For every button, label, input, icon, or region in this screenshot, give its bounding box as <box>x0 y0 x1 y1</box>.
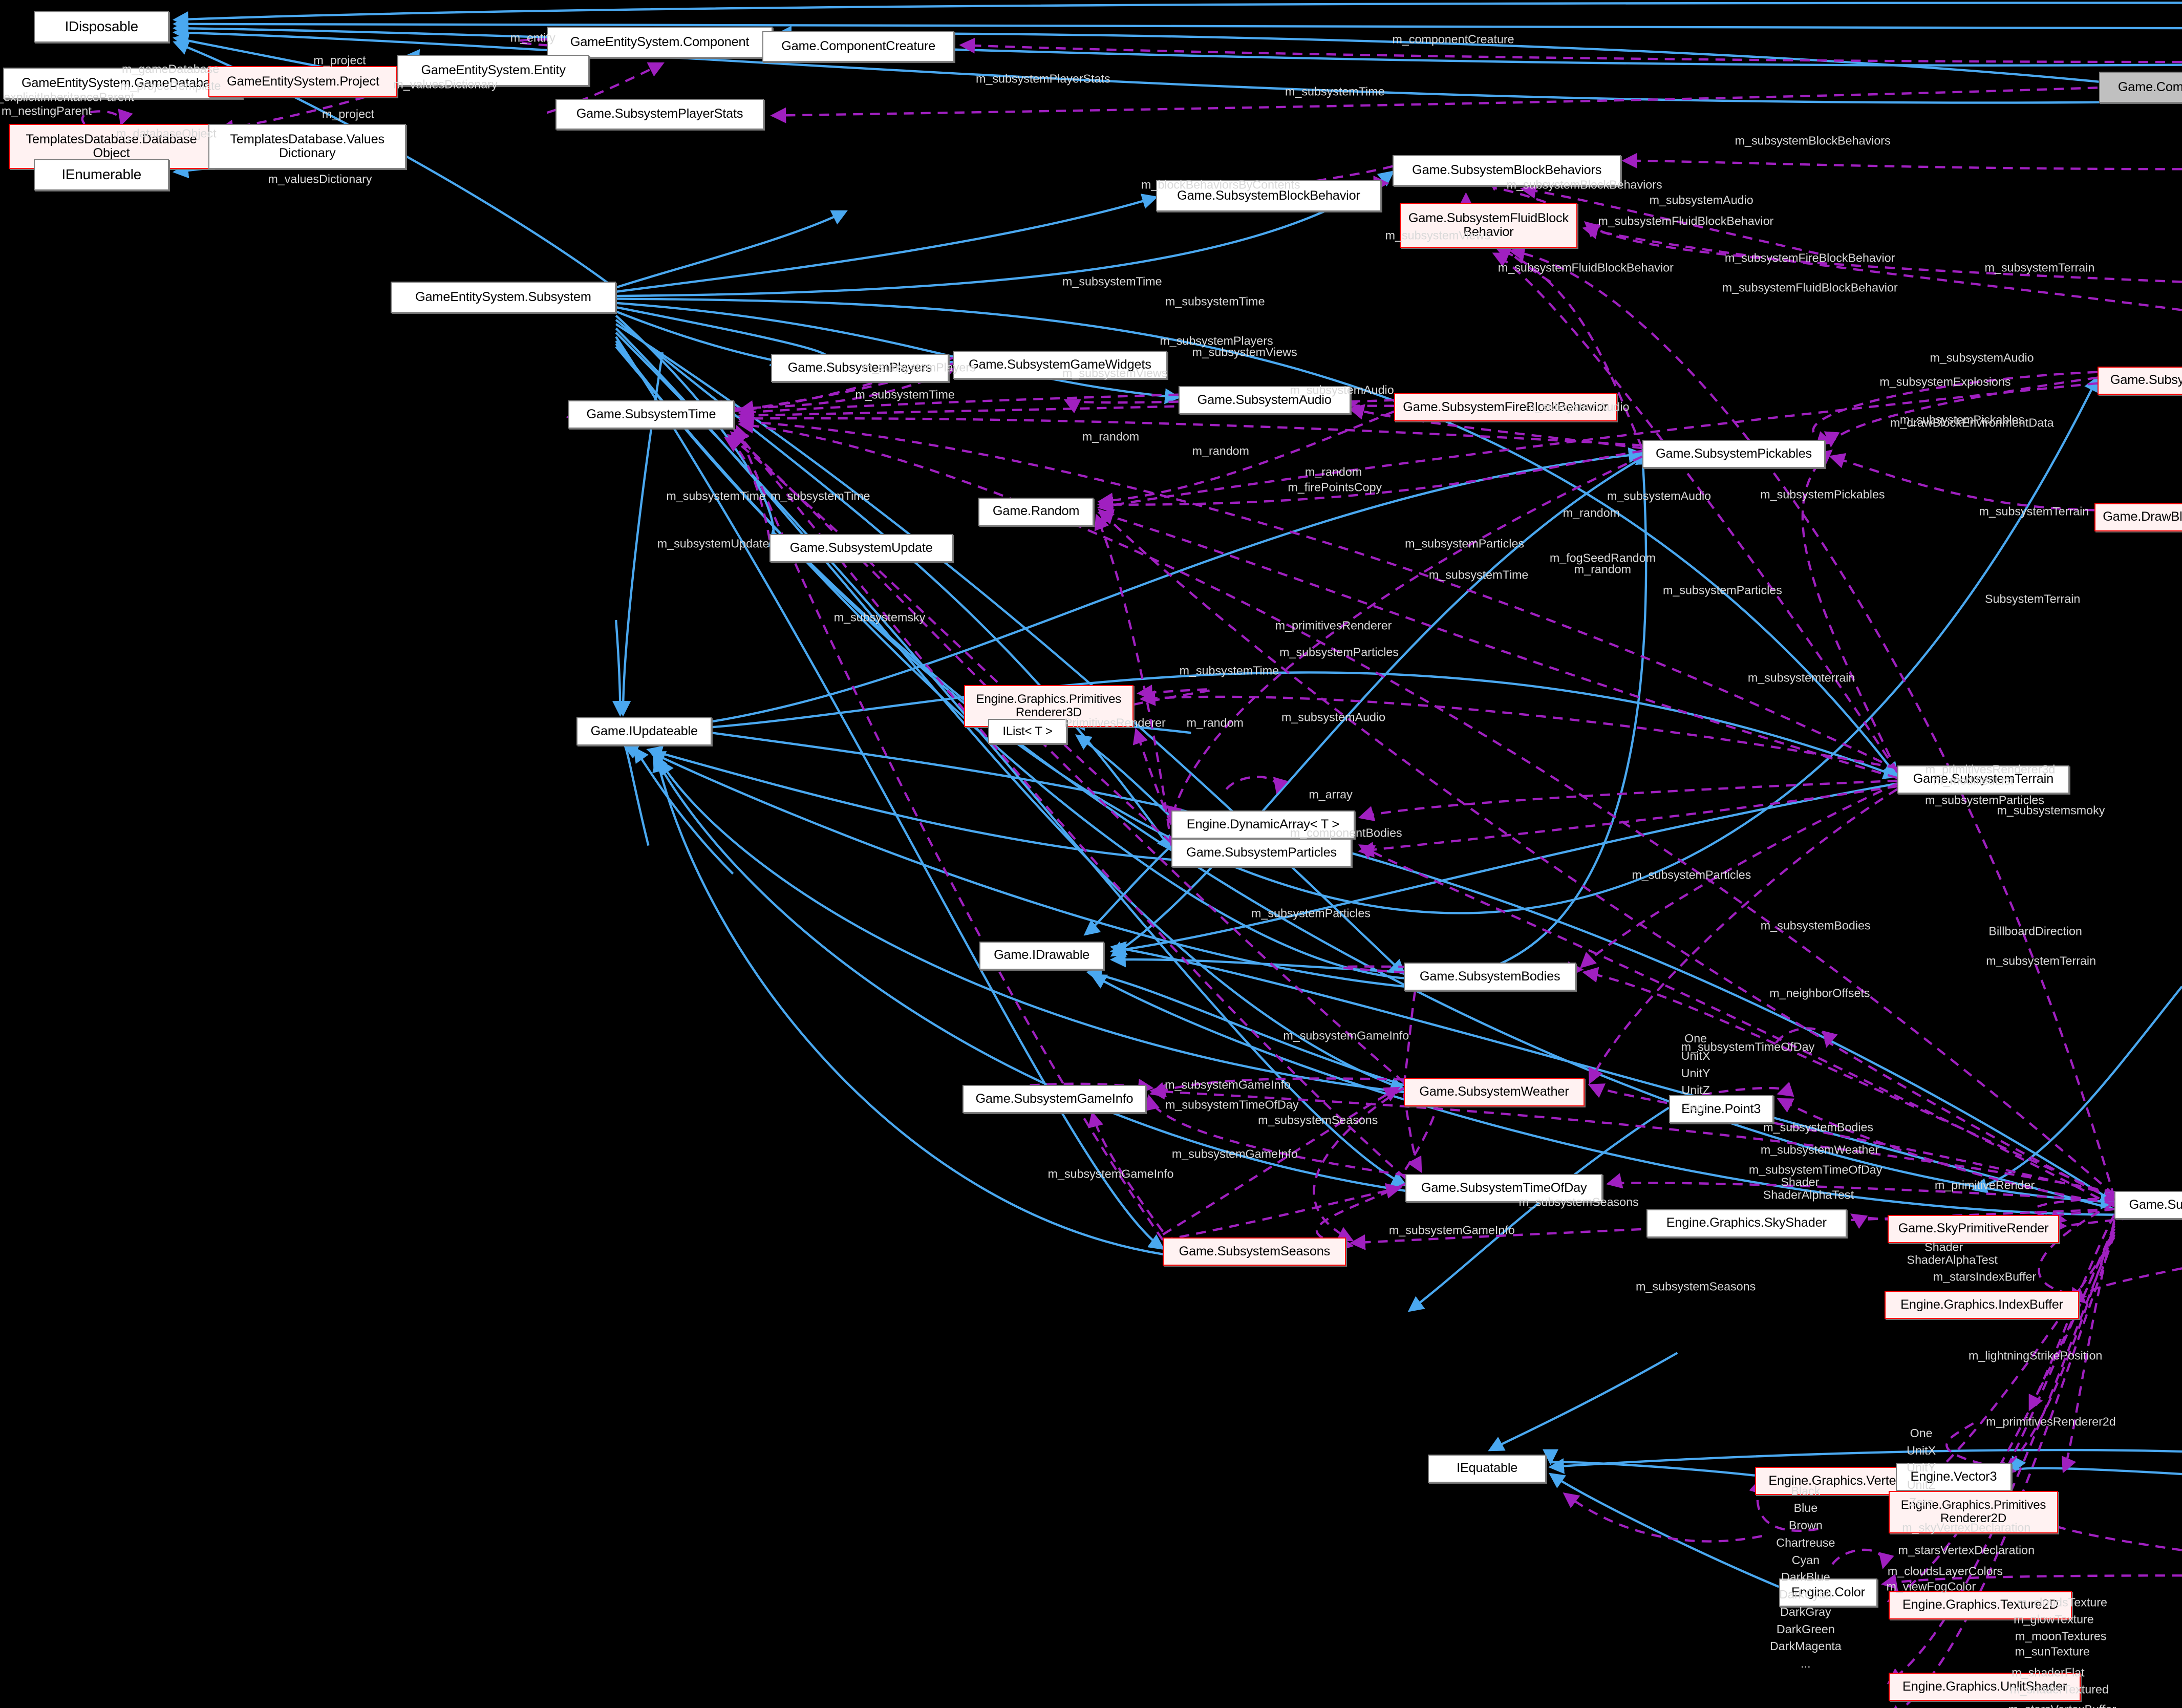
class-node-indexbuffer[interactable]: Engine.Graphics.IndexBuffer <box>1885 1291 2079 1319</box>
class-node-subsystemplayerstats[interactable]: Game.SubsystemPlayerStats <box>555 98 764 130</box>
class-node-subsystem[interactable]: GameEntitySystem.Subsystem <box>390 282 616 313</box>
class-node-subsystempickables[interactable]: Game.SubsystemPickables <box>1642 439 1826 468</box>
class-node-random[interactable]: Game.Random <box>978 497 1094 526</box>
class-node-idrawable[interactable]: Game.IDrawable <box>979 941 1104 970</box>
class-node-texture2d[interactable]: Engine.Graphics.Texture2D <box>1889 1591 2072 1619</box>
class-node-subsystemterrain[interactable]: Game.SubsystemTerrain <box>1897 765 2069 794</box>
class-node-entity[interactable]: GameEntitySystem.Entity <box>397 55 589 86</box>
class-node-componentcreature[interactable]: Game.ComponentCreature <box>762 31 954 62</box>
class-node-subsystemblockbehavior[interactable]: Game.SubsystemBlockBehavior <box>1156 180 1382 211</box>
class-node-drawblockenvironmentdata[interactable]: Game.DrawBlockEnvironmentData <box>2094 503 2182 531</box>
class-node-subsystemgamewidgets[interactable]: Game.SubsystemGameWidgets <box>953 351 1167 379</box>
class-node-ienumerable[interactable]: IEnumerable <box>34 159 169 190</box>
class-node-subsystemtime[interactable]: Game.SubsystemTime <box>568 400 735 429</box>
class-node-subsystemtimeofday[interactable]: Game.SubsystemTimeOfDay <box>1405 1173 1603 1202</box>
class-node-componentautojump[interactable]: Game.ComponentAutoJump <box>2099 72 2182 103</box>
class-node-subsystemgameinfo[interactable]: Game.SubsystemGameInfo <box>962 1085 1146 1114</box>
class-node-unlitshader[interactable]: Engine.Graphics.UnlitShader <box>1889 1673 2081 1701</box>
class-node-subsystemblockbehaviors[interactable]: Game.SubsystemBlockBehaviors <box>1393 155 1621 186</box>
class-node-primitivesrenderer2d[interactable]: Engine.Graphics.Primitives Renderer2D <box>1889 1491 2058 1533</box>
class-node-iupdateable[interactable]: Game.IUpdateable <box>576 717 712 746</box>
class-node-subsystemaudio[interactable]: Game.SubsystemAudio <box>1178 386 1351 415</box>
class-node-subsystemfireblockbehavior[interactable]: Game.SubsystemFireBlockBehavior <box>1394 393 1617 421</box>
class-node-iequatable[interactable]: IEquatable <box>1428 1454 1547 1483</box>
class-node-subsystemplayers[interactable]: Game.SubsystemPlayers <box>771 353 949 382</box>
class-node-skyprimitiverender[interactable]: Game.SkyPrimitiveRender <box>1887 1214 2060 1243</box>
class-node-skyshader[interactable]: Engine.Graphics.SkyShader <box>1646 1209 1847 1237</box>
class-node-subsystemsky[interactable]: Game.SubsystemSky <box>2114 1190 2182 1219</box>
class-node-subsystemparticles[interactable]: Game.SubsystemParticles <box>1171 838 1352 867</box>
class-node-vector3[interactable]: Engine.Vector3 <box>1896 1463 2012 1491</box>
class-node-subsystemupdate[interactable]: Game.SubsystemUpdate <box>769 534 953 563</box>
class-node-project[interactable]: GameEntitySystem.Project <box>208 66 398 97</box>
class-node-gamedatabase[interactable]: GameEntitySystem.GameDatabase <box>3 68 243 99</box>
class-node-subsystemfluidblockbehavior[interactable]: Game.SubsystemFluidBlock Behavior <box>1399 203 1577 248</box>
class-node-subsystemseasons[interactable]: Game.SubsystemSeasons <box>1163 1237 1346 1266</box>
class-node-idisposable[interactable]: IDisposable <box>34 11 169 42</box>
class-node-valuesdictionary[interactable]: TemplatesDatabase.Values Dictionary <box>208 124 406 169</box>
class-node-subsystemweather[interactable]: Game.SubsystemWeather <box>1404 1078 1585 1106</box>
class-node-ilistt[interactable]: IList< T > <box>988 718 1067 744</box>
class-node-component[interactable]: GameEntitySystem.Component <box>547 27 773 58</box>
inheritance-edges <box>172 2 2182 1588</box>
class-node-subsystemexplosions[interactable]: Game.SubsystemExplosions <box>2097 366 2182 395</box>
class-node-color[interactable]: Engine.Color <box>1779 1578 1878 1607</box>
class-node-point3[interactable]: Engine.Point3 <box>1668 1095 1773 1123</box>
class-node-subsystembodies[interactable]: Game.SubsystemBodies <box>1404 962 1576 991</box>
class-node-dynamicarray[interactable]: Engine.DynamicArray< T > <box>1171 810 1355 839</box>
